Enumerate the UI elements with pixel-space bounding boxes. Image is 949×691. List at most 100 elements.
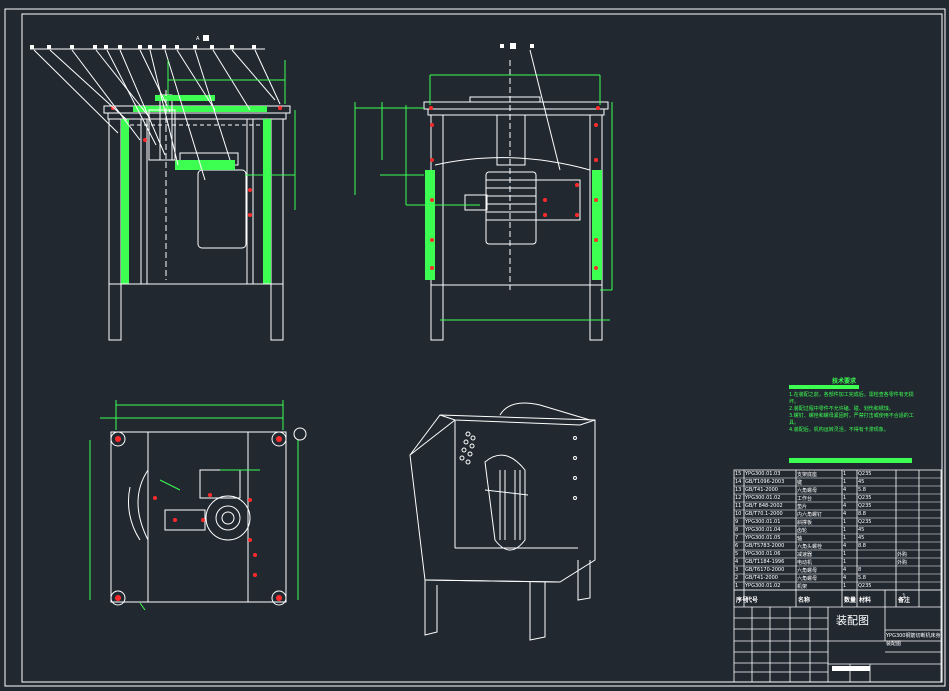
parts-table-cell: 4 (843, 543, 847, 549)
parts-table-cell: 六角螺母 (797, 568, 818, 574)
parts-table-cell: Q235 (858, 519, 872, 525)
title-block-title: 装配图 (836, 614, 869, 627)
parts-table-cell: 减速器 (797, 552, 813, 558)
top-view (89, 400, 299, 611)
top-view-corner-bolts (110, 427, 307, 606)
title-block-stamp: 1 (902, 593, 906, 600)
parts-table-cell: 斜撑板 (797, 520, 813, 526)
title-block-row-lines (734, 477, 941, 591)
top-view-red-bolts (153, 493, 257, 577)
parts-table-cell: 1 (735, 583, 739, 589)
parts-table-cell: GB/T6170-2000 (745, 567, 785, 573)
parts-table-cell: 9 (735, 519, 739, 525)
parts-table-cell: 11 (735, 503, 742, 509)
parts-table-cell: 5 (735, 551, 739, 557)
front-view-balloons (30, 35, 256, 49)
parts-table-cell: YPG300.01.04 (745, 527, 781, 533)
front-view-label: A (196, 36, 200, 42)
parts-table-cell: 1 (843, 551, 847, 557)
parts-table-row: 4 GB/T1184-1996 电动机 1 外购 (734, 558, 941, 566)
parts-table-cell: 1 (843, 471, 847, 477)
parts-table-header-cell: 序号 (736, 597, 749, 604)
parts-table-cell: 45 (858, 479, 865, 485)
parts-table-cell: 外购 (897, 560, 908, 566)
parts-table-cell: YPG300.01.01 (745, 519, 781, 525)
parts-table-cell: 1 (843, 479, 847, 485)
parts-table-cell: 15 (735, 471, 742, 477)
parts-table-cell: 4 (843, 575, 847, 581)
parts-table-cell: 齿轮 (797, 528, 808, 534)
parts-table-cell: Q235 (858, 503, 872, 509)
isometric-view (409, 402, 596, 641)
technical-note-line: 2.装配过程中零件不允许磕、碰、划伤和锈蚀。 (789, 406, 894, 412)
parts-table-cell: 8.8 (858, 511, 866, 517)
parts-table-header-cell: 名称 (798, 597, 811, 604)
title-block-filled-box (832, 666, 870, 671)
parts-table-cell: 六角螺母 (797, 576, 818, 582)
side-view-balloons (500, 43, 534, 49)
parts-table-cell: 电动机 (797, 560, 813, 566)
parts-table-cell: Q235 (858, 583, 872, 589)
side-view (354, 49, 613, 341)
parts-table-cell: 支架底座 (797, 472, 818, 478)
parts-table-cell: 1 (843, 559, 847, 565)
parts-table-cell: YPG300.01.05 (745, 535, 781, 541)
notes-bottom-bar (789, 458, 912, 463)
parts-table-header: 序号代号 名称 数量材料 备注 (734, 591, 941, 607)
parts-table-cell: 机架 (797, 584, 808, 590)
parts-table-cell: GB/T41-2000 (745, 575, 778, 581)
parts-table-cell: 4 (843, 567, 847, 573)
parts-table-row: 5 YPG300.01.06 减速器 1 外购 (734, 550, 941, 558)
parts-table-cell: GB/T1096-2003 (745, 479, 785, 485)
parts-table-header-cell: 备注 (898, 597, 911, 604)
parts-table-cell: 10 (735, 511, 742, 517)
parts-table-cell: YPG300.01.02 (745, 583, 781, 589)
parts-table-cell: 内六角螺钉 (797, 512, 823, 518)
parts-table-cell: 13 (735, 487, 742, 493)
parts-table-cell: 轴 (797, 536, 803, 542)
parts-table-header-cell: 代号 (746, 597, 759, 604)
parts-table-cell: 外购 (897, 552, 908, 558)
parts-table-cell: 六角头螺栓 (797, 544, 823, 550)
notes-body: 1.在装配之前，各部件加工完成后，需检查各零件有无损坏。2.装配过程中零件不允许… (789, 392, 914, 434)
parts-table-cell: YPG300.01.06 (745, 551, 781, 557)
notes-title: 技术要求 (832, 378, 857, 385)
technical-note-line: 4.装配后，机构运转灵活，不得有卡滞现象。 (789, 427, 889, 433)
technical-note-line: 3.螺钉、螺栓和螺母紧固时，严禁打击或使用不合适的工具。 (789, 413, 914, 426)
parts-table-header-cell: 数量 (844, 597, 857, 604)
notes-title-bar (789, 385, 859, 389)
parts-table-cell: 1 (843, 527, 847, 533)
parts-table-cell: 8 (735, 527, 739, 533)
parts-table-cell: GB/T41-2000 (745, 487, 778, 493)
parts-table-cell: 工作台 (797, 496, 813, 502)
side-view-red-bolts (429, 106, 600, 270)
parts-table-cell: 六角螺母 (797, 488, 818, 494)
parts-table-cell: Q235 (858, 495, 872, 501)
parts-table-cell: 45 (858, 527, 865, 533)
parts-table-cell: 4 (735, 559, 739, 565)
parts-table-cell: 5.8 (858, 575, 866, 581)
title-block-drawing-name: YPG300钢筋切断机床身装配图 (886, 633, 941, 647)
parts-table-header-cell: 材料 (859, 597, 872, 604)
parts-table-cell: 8 (858, 567, 862, 573)
parts-table-cell: 14 (735, 479, 742, 485)
parts-table-cell: 1 (843, 583, 847, 589)
parts-table-cell: 45 (858, 535, 865, 541)
parts-table-cell: 4 (843, 511, 847, 517)
parts-table-cell: GB/T1184-1996 (745, 559, 785, 565)
parts-table-cell: Q235 (858, 471, 872, 477)
parts-table-cell: 4 (843, 503, 847, 509)
parts-table-cell: 1 (843, 535, 847, 541)
parts-table-cell: 1 (843, 495, 847, 501)
